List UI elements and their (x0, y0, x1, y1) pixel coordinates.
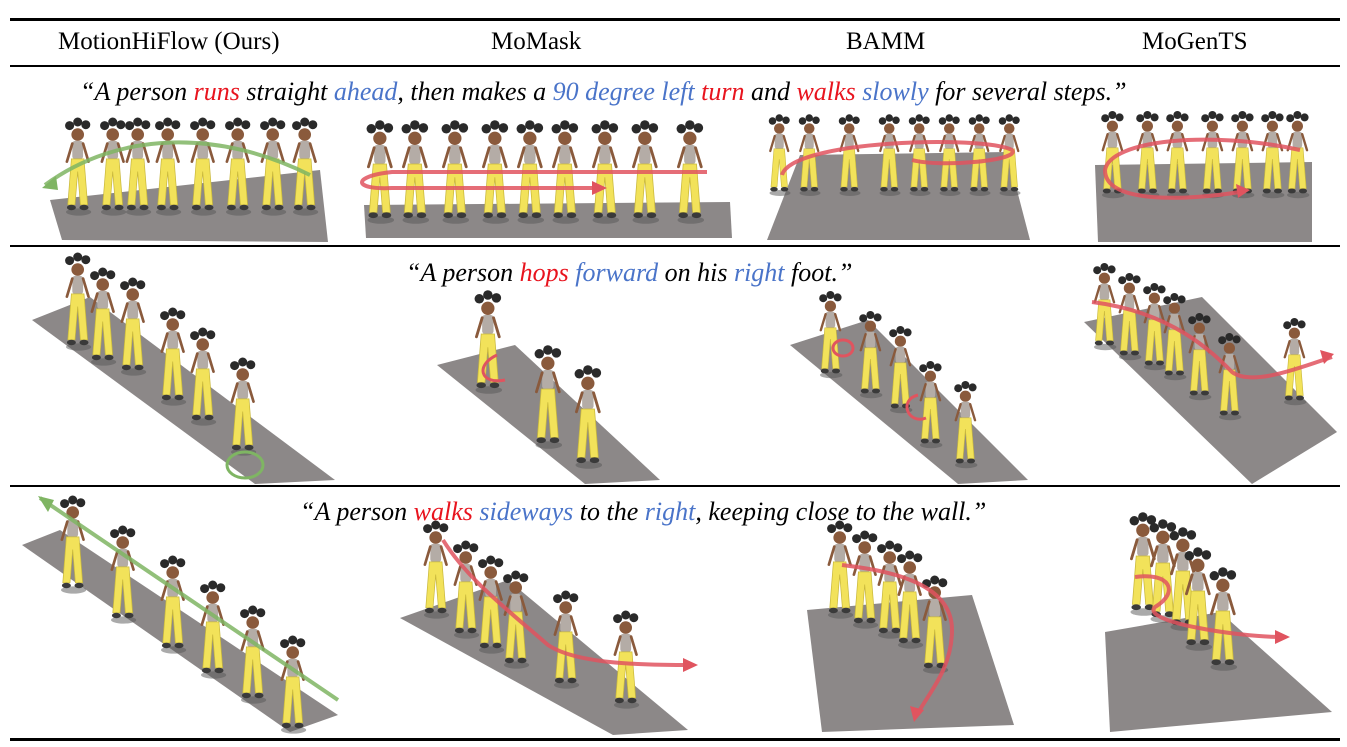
caption-segment: for several steps.” (928, 77, 1127, 106)
row-1-mogents-render (1090, 110, 1320, 245)
caption-segment: runs (193, 77, 240, 106)
row-2-caption: “A person hops forward on his right foot… (406, 258, 852, 288)
character-pose (453, 540, 480, 639)
character-pose (591, 120, 620, 224)
character-pose (160, 307, 187, 406)
character-pose (551, 120, 580, 224)
character-pose (1093, 263, 1117, 351)
row-3-caption: “A person walks sideways to the right, k… (300, 497, 986, 527)
caption-segment: , then makes a (397, 77, 553, 106)
character-pose (90, 267, 117, 366)
column-header-motionhiflow: MotionHiFlow (Ours) (58, 28, 280, 55)
character-pose (819, 291, 843, 379)
caption-segment: sideways (479, 497, 574, 526)
character-pose (534, 345, 563, 449)
header-rule (10, 65, 1340, 67)
caption-segment: foot.” (784, 258, 853, 287)
character-pose (1149, 519, 1178, 623)
character-pose (100, 117, 127, 216)
character-pose (240, 605, 267, 704)
character-pose (1283, 318, 1307, 406)
character-pose (120, 277, 147, 376)
character-pose (260, 117, 287, 216)
character-pose (65, 252, 92, 351)
character-pose (1129, 512, 1158, 616)
character-pose (897, 550, 924, 649)
caption-segment: walks (796, 77, 856, 106)
character-pose (160, 555, 187, 654)
row-3-bamm-render (802, 520, 1017, 735)
row-3-motionhiflow-render (20, 490, 345, 735)
row-3-mogents-render (1100, 512, 1340, 734)
character-pose (1118, 273, 1142, 361)
character-pose (230, 357, 257, 456)
character-pose (889, 326, 913, 414)
character-pose (1231, 111, 1255, 199)
character-pose (553, 590, 580, 689)
character-pose (125, 117, 152, 216)
caption-segment: walks (413, 497, 473, 526)
character-pose (401, 120, 430, 224)
character-pose (155, 117, 182, 216)
character-pose (938, 114, 961, 196)
character-pose (631, 120, 660, 224)
character-pose (1209, 567, 1238, 671)
character-pose (827, 520, 854, 619)
character-pose (478, 555, 505, 654)
row-1-caption: “A person runs straight ahead, then make… (80, 77, 1127, 107)
character-pose (474, 290, 503, 394)
row-2-mogents-render (1082, 262, 1342, 484)
row-2-motionhiflow-render (30, 252, 340, 484)
character-pose (908, 114, 931, 196)
character-pose (1218, 333, 1242, 421)
character-pose (574, 365, 603, 469)
column-header-bamm: BAMM (846, 28, 926, 55)
column-header-momask: MoMask (491, 28, 582, 55)
row-1-motionhiflow-render (40, 110, 340, 245)
caption-segment: ahead (333, 77, 398, 106)
caption-segment: “A person (80, 77, 194, 106)
caption-segment: to the (573, 497, 645, 526)
caption-segment: and (744, 77, 797, 106)
character-pose (676, 120, 705, 224)
caption-segment: hops (519, 258, 569, 287)
character-pose (954, 381, 978, 469)
caption-segment: right (733, 258, 785, 287)
caption-segment: 90 degree left (552, 77, 695, 106)
caption-segment: on his (658, 258, 734, 287)
bottom-rule (10, 738, 1340, 741)
character-pose (919, 361, 943, 449)
caption-segment: right (644, 497, 696, 526)
character-pose (280, 635, 307, 734)
character-pose (481, 120, 510, 224)
row-divider-2 (10, 485, 1340, 487)
character-pose (65, 117, 92, 216)
character-pose (423, 520, 450, 619)
caption-segment: turn (701, 77, 745, 106)
row-divider-1 (10, 245, 1340, 247)
caption-segment: slowly (862, 77, 929, 106)
caption-segment: forward (575, 258, 659, 287)
character-pose (190, 327, 217, 426)
caption-segment: “A person (406, 258, 520, 287)
character-pose (503, 570, 530, 669)
row-2-momask-render (435, 290, 665, 484)
character-pose (859, 311, 883, 399)
character-pose (516, 120, 545, 224)
row-3-momask-render (398, 520, 703, 735)
top-rule (10, 18, 1340, 21)
character-pose (1163, 293, 1187, 381)
row-2-bamm-render (788, 290, 1028, 484)
character-pose (968, 114, 991, 196)
row-1-bamm-render (762, 110, 1042, 245)
caption-segment: straight (239, 77, 334, 106)
character-pose (225, 117, 252, 216)
character-pose (441, 120, 470, 224)
caption-segment: “A person (300, 497, 414, 526)
character-pose (768, 114, 791, 196)
character-pose (852, 530, 879, 629)
column-header-mogents: MoGenTS (1142, 28, 1248, 55)
character-pose (1188, 313, 1212, 401)
row-1-momask-render (352, 110, 737, 245)
